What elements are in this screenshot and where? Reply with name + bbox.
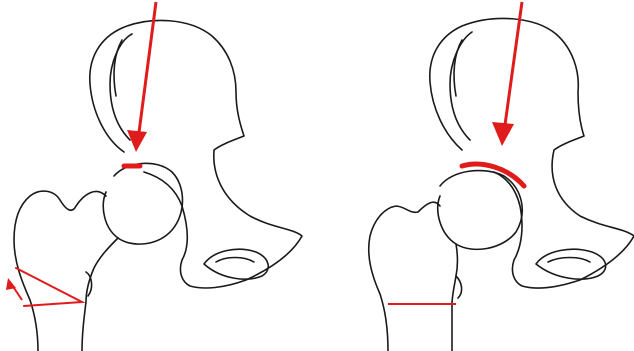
right-femur-outline [369,202,440,351]
right-hip-panel [369,2,634,351]
left-pelvis-outline [90,20,302,288]
right-obturator-inner [548,258,590,263]
left-obturator-inner [216,258,254,263]
left-hip-panel [6,2,302,351]
left-obturator-foramen [204,249,268,279]
left-neck-angle-lines [16,268,82,306]
left-ilium-inner-line [110,34,132,140]
right-force-arrow-head [492,122,514,146]
left-rotation-arrow-head [6,278,16,290]
right-femur-neck-lower [452,244,458,351]
right-obturator-foramen [536,249,606,279]
left-ilium-inner-line-2 [114,40,122,96]
right-ilium-inner-line [450,32,472,140]
right-pelvis-outline [430,18,634,288]
left-femoral-head [103,163,182,244]
right-femoral-head [438,171,523,250]
left-femur-neck-lower [82,238,118,351]
right-force-arrow-shaft [504,2,522,132]
right-lesser-trochanter [456,276,462,298]
right-contact-arc-mark [462,164,524,186]
left-force-arrow-head [127,130,147,152]
right-ilium-inner-line-2 [454,40,462,96]
